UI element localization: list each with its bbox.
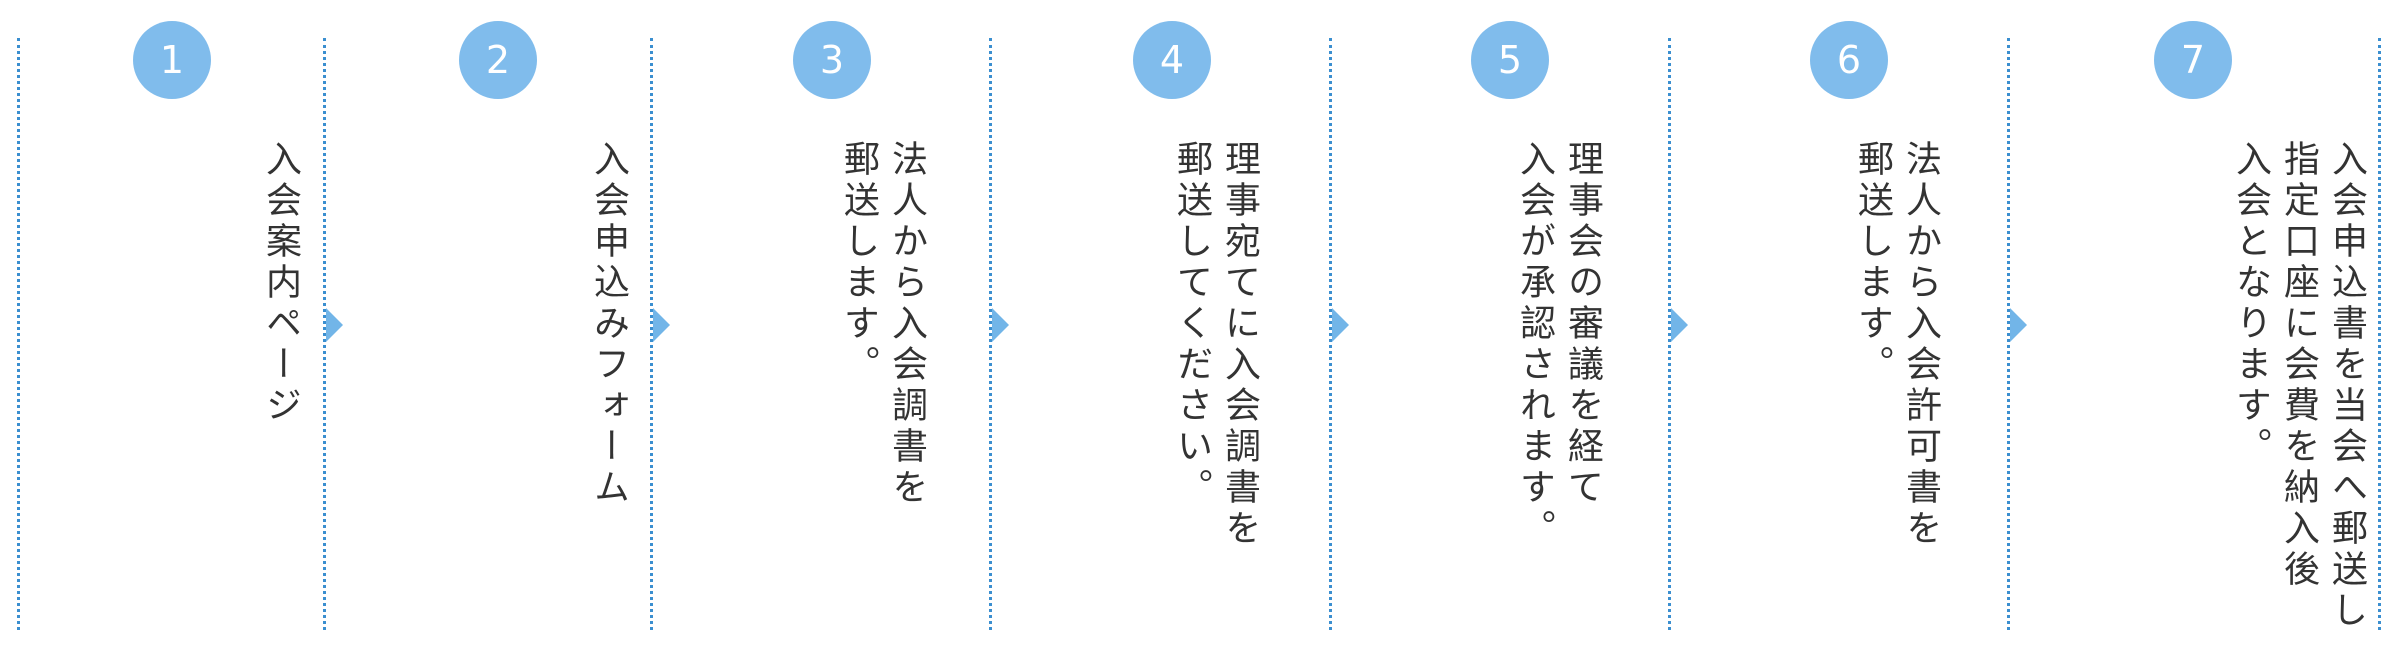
divider [323, 38, 326, 630]
step-number-badge: 7 [2154, 21, 2232, 99]
step-number-badge: 2 [459, 21, 537, 99]
step-number-badge: 3 [793, 21, 871, 99]
chevron-right-icon [653, 308, 670, 342]
divider [650, 38, 653, 630]
step-text: 法人から入会許可書を 郵送します。 [1852, 140, 1941, 550]
step-7: 7 入会申込書を当会へ郵送し 指定口座に会費を納入後 入会となります。 [2154, 0, 2396, 656]
step-number-badge: 6 [1810, 21, 1888, 99]
chevron-right-icon [326, 308, 343, 342]
step-1: 1 入会案内ページ [133, 0, 453, 656]
step-5: 5 理事会の審議を経て 入会が承認されます。 [1471, 0, 1791, 656]
divider [2007, 38, 2010, 630]
divider [17, 38, 20, 630]
step-text: 理事宛てに入会調書を 郵送してください。 [1171, 140, 1260, 550]
chevron-right-icon [1671, 308, 1688, 342]
divider [1668, 38, 1671, 630]
divider [1329, 38, 1332, 630]
divider [989, 38, 992, 630]
step-6: 6 法人から入会許可書を 郵送します。 [1810, 0, 2130, 656]
step-3: 3 法人から入会調書を 郵送します。 [793, 0, 1113, 656]
divider [2378, 38, 2381, 630]
chevron-right-icon [1332, 308, 1349, 342]
chevron-right-icon [2010, 308, 2027, 342]
step-text: 入会申込書を当会へ郵送し 指定口座に会費を納入後 入会となります。 [2230, 140, 2367, 632]
step-number-badge: 5 [1471, 21, 1549, 99]
step-number-badge: 4 [1133, 21, 1211, 99]
step-number-badge: 1 [133, 21, 211, 99]
chevron-right-icon [992, 308, 1009, 342]
step-2: 2 入会申込みフォーム [459, 0, 779, 656]
step-text: 入会案内ページ [260, 140, 301, 427]
step-text: 法人から入会調書を 郵送します。 [838, 140, 927, 509]
step-text: 理事会の審議を経て 入会が承認されます。 [1514, 140, 1603, 550]
step-4: 4 理事宛てに入会調書を 郵送してください。 [1133, 0, 1453, 656]
step-text: 入会申込みフォーム [588, 140, 629, 509]
